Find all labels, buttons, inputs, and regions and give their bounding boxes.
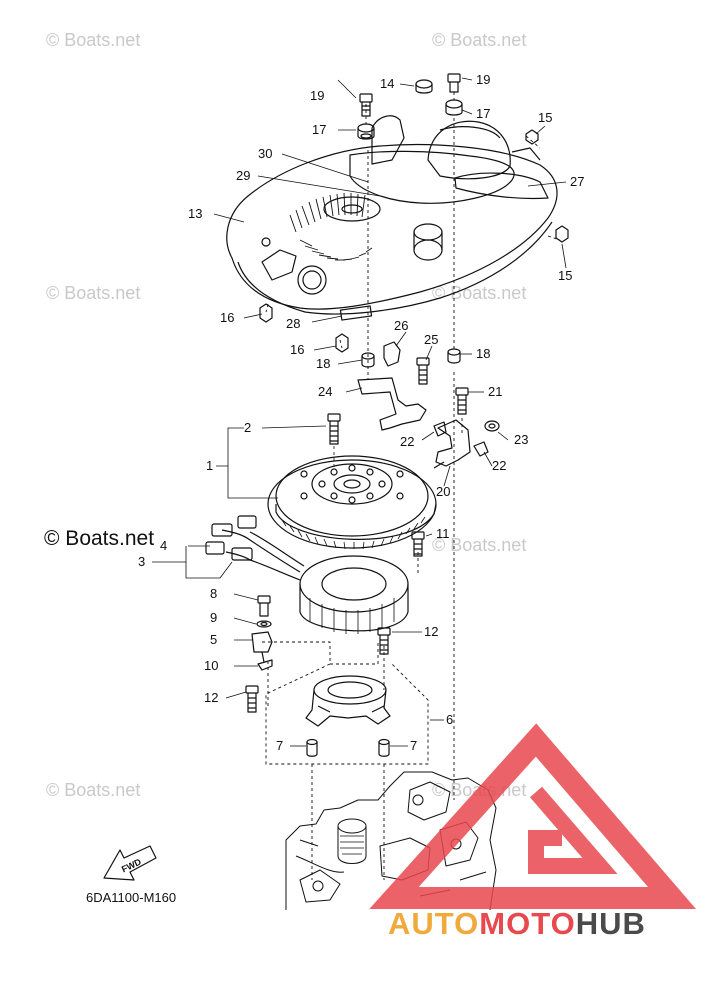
callout-17-right: 17 <box>476 106 490 121</box>
bolt-25 <box>416 357 430 385</box>
washer-9 <box>256 620 272 628</box>
bolt-21 <box>455 387 469 415</box>
callout-10: 10 <box>204 658 218 673</box>
callout-1: 1 <box>206 458 213 473</box>
flywheel-magneto <box>267 455 437 550</box>
grommet-17-left <box>357 123 375 140</box>
bolt-12-left <box>245 685 259 713</box>
flywheel-cover <box>226 115 558 321</box>
callout-12-left: 12 <box>204 690 218 705</box>
brand-part-moto: MOTO <box>479 906 576 941</box>
diagram-code: 6DA1100-M160 <box>86 890 177 905</box>
callout-5: 5 <box>210 632 217 647</box>
callout-18-right: 18 <box>476 346 490 361</box>
watermark: © Boats.net <box>46 780 141 800</box>
callout-23: 23 <box>514 432 528 447</box>
callout-7-left: 7 <box>276 738 283 753</box>
callout-6: 6 <box>446 712 453 727</box>
bracket-24 <box>357 377 427 431</box>
sensor-5 <box>251 631 273 663</box>
dowel-7-right <box>378 738 390 757</box>
callout-29: 29 <box>236 168 250 183</box>
callout-21: 21 <box>488 384 502 399</box>
callout-22-left: 22 <box>400 434 414 449</box>
callout-24: 24 <box>318 384 332 399</box>
callout-13: 13 <box>188 206 202 221</box>
callout-4: 4 <box>160 538 167 553</box>
callout-30: 30 <box>258 146 272 161</box>
callout-25: 25 <box>424 332 438 347</box>
callout-28: 28 <box>286 316 300 331</box>
bolt-19-right <box>447 73 461 93</box>
callout-19-left: 19 <box>310 88 324 103</box>
nut-16-bottom <box>335 333 349 353</box>
watermark: © Boats.net <box>432 30 527 50</box>
callout-20: 20 <box>436 484 450 499</box>
callout-27: 27 <box>570 174 584 189</box>
callout-15-top: 15 <box>538 110 552 125</box>
callout-3: 3 <box>138 554 145 569</box>
grommet-17-right <box>445 99 463 116</box>
callout-11: 11 <box>436 526 450 541</box>
cap-14 <box>415 79 433 94</box>
callout-14: 14 <box>380 76 394 91</box>
callout-19-right: 19 <box>476 72 490 87</box>
nut-15-top <box>525 129 539 145</box>
callout-8: 8 <box>210 586 217 601</box>
bolt-8 <box>257 595 271 617</box>
brand-part-hub: HUB <box>575 906 646 941</box>
clip-26 <box>383 341 401 367</box>
callout-labels: 1 2 3 4 5 6 7 7 8 9 10 11 12 12 13 14 15… <box>120 72 585 874</box>
bolt-12-right <box>377 627 391 655</box>
fwd-arrow <box>103 845 157 881</box>
bracket-20 <box>433 419 471 469</box>
bolt-2 <box>327 413 341 470</box>
dowel-7-left <box>306 738 318 757</box>
nut-15-side <box>555 225 569 243</box>
callout-16-bottom: 16 <box>290 342 304 357</box>
bolt-11 <box>411 531 425 557</box>
callout-26: 26 <box>394 318 408 333</box>
stator-bracket <box>305 675 391 727</box>
brand-part-auto: AUTO <box>388 906 480 941</box>
brand-logo-text: AUTOMOTOHUB <box>388 906 646 942</box>
callout-17-left: 17 <box>312 122 326 137</box>
clip-10 <box>257 659 273 671</box>
watermark: © Boats.net <box>432 535 527 555</box>
stator-coil <box>205 515 409 634</box>
collar-18-left <box>361 352 375 368</box>
automotohub-logo-icon <box>369 723 696 909</box>
bolt-19-left <box>359 93 373 117</box>
callout-12-right: 12 <box>424 624 438 639</box>
nut-16-top <box>259 303 273 323</box>
callout-9: 9 <box>210 610 217 625</box>
callout-18-left: 18 <box>316 356 330 371</box>
watermark: © Boats.net <box>46 283 141 303</box>
callout-2: 2 <box>244 420 251 435</box>
callout-15-side: 15 <box>558 268 572 283</box>
callout-16-top: 16 <box>220 310 234 325</box>
collar-18-right <box>447 348 461 364</box>
watermark-dark: © Boats.net <box>44 527 155 550</box>
clip-22-left <box>433 421 447 437</box>
cap-23 <box>484 420 500 432</box>
watermark: © Boats.net <box>46 30 141 50</box>
clip-22-right <box>473 441 489 457</box>
callout-7-right: 7 <box>410 738 417 753</box>
watermark: © Boats.net <box>432 283 527 303</box>
callout-22-right: 22 <box>492 458 506 473</box>
